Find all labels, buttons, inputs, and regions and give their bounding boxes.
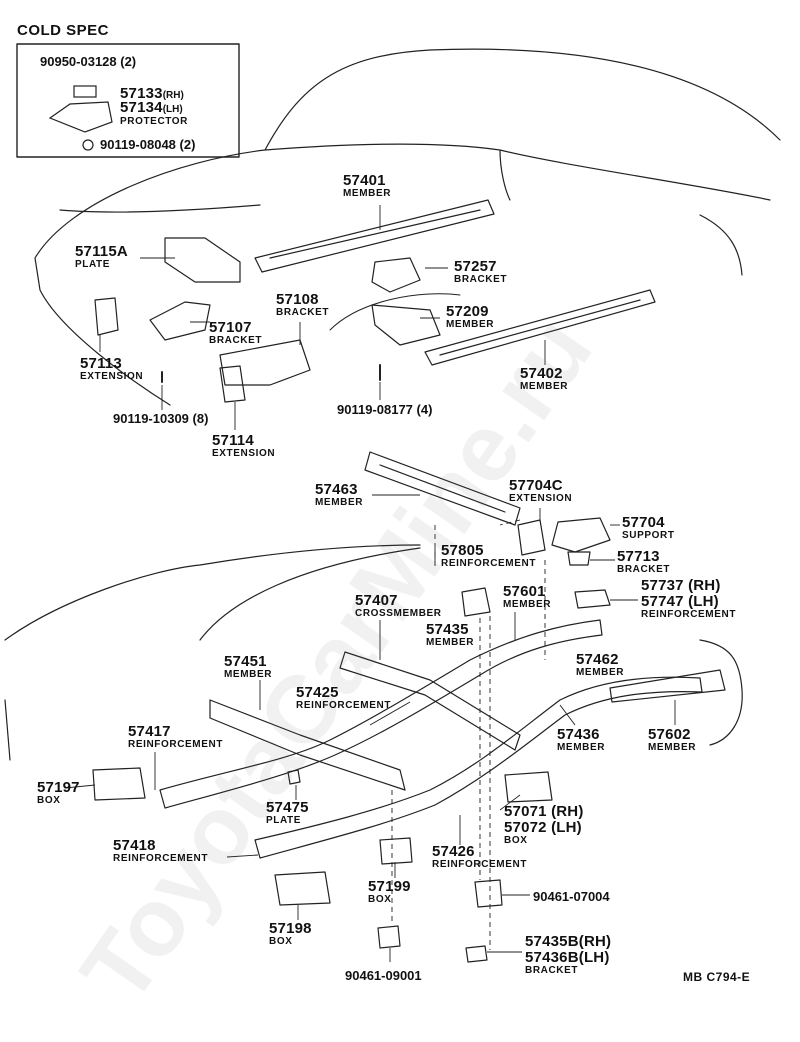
inset-label-90950-03128: 90950-03128 (2) [40, 54, 137, 69]
extension-57704c-shape [517, 519, 546, 556]
bracket-57107-shape [149, 301, 211, 341]
reinforcement-57805-shape [461, 587, 491, 617]
label-57071: 57071 (RH) [504, 803, 584, 820]
label-57436b: 57436B(LH)BRACKET [525, 949, 610, 976]
bracket-57713-shape [567, 551, 591, 566]
label-57072: 57072 (LH)BOX [504, 819, 582, 846]
box-57071-shape [504, 771, 553, 803]
label-57737: 57737 (RH) [641, 577, 721, 594]
member-57401-shape [254, 199, 495, 273]
extension-57114-shape [219, 365, 246, 403]
bracket-57108-shape [219, 339, 311, 386]
bracket-57435b-shape [465, 945, 488, 963]
plate-57475-shape [287, 769, 301, 785]
frame-s-rail-2 [254, 676, 703, 859]
clip-90461-09001-shape [377, 925, 401, 949]
inset-label-90119-08048: 90119-08048 (2) [100, 137, 196, 152]
member-57209-shape [371, 304, 441, 346]
label-90461-09001: 90461-09001 [345, 968, 422, 983]
label-90461-07004: 90461-07004 [533, 889, 610, 904]
frame-s-rail-1 [159, 619, 603, 809]
label-90119-08177: 90119-08177 (4) [337, 402, 433, 417]
member-57602-shape [609, 669, 726, 703]
box-57199-shape [379, 837, 413, 865]
label-90119-10309: 90119-10309 (8) [113, 411, 209, 426]
reinforcement-57737-shape [574, 589, 611, 609]
inset-pad-shape [73, 85, 97, 98]
bracket-57257-shape [371, 257, 421, 293]
member-57402-shape [424, 289, 656, 366]
upper-car-outline [34, 48, 781, 406]
inset-bolt-shape [82, 139, 94, 151]
lower-car-outline [4, 544, 743, 761]
box-57197-shape [92, 767, 146, 801]
frame-rail-left [209, 699, 406, 791]
label-57435b: 57435B(RH) [525, 933, 612, 950]
inset-protector-shape [48, 101, 113, 133]
label-57747: 57747 (LH)REINFORCEMENT [641, 593, 737, 620]
inset-label-57134: 57134(LH) [120, 99, 183, 116]
clip-90461-07004-shape [474, 879, 503, 908]
inset-label-protector: PROTECTOR [120, 116, 188, 127]
support-57704-shape [551, 517, 611, 553]
page-title: COLD SPEC [17, 22, 110, 39]
inset-label-57133: 57133(RH) [120, 85, 184, 102]
extension-57113-shape [94, 297, 119, 336]
frame-rail-center [339, 651, 521, 751]
diagram-code: MB C794-E [683, 970, 751, 984]
plate-57115a-shape [164, 237, 241, 283]
box-57198-shape [274, 871, 331, 906]
inset-frame [16, 43, 240, 158]
member-57463-shape [364, 451, 521, 526]
